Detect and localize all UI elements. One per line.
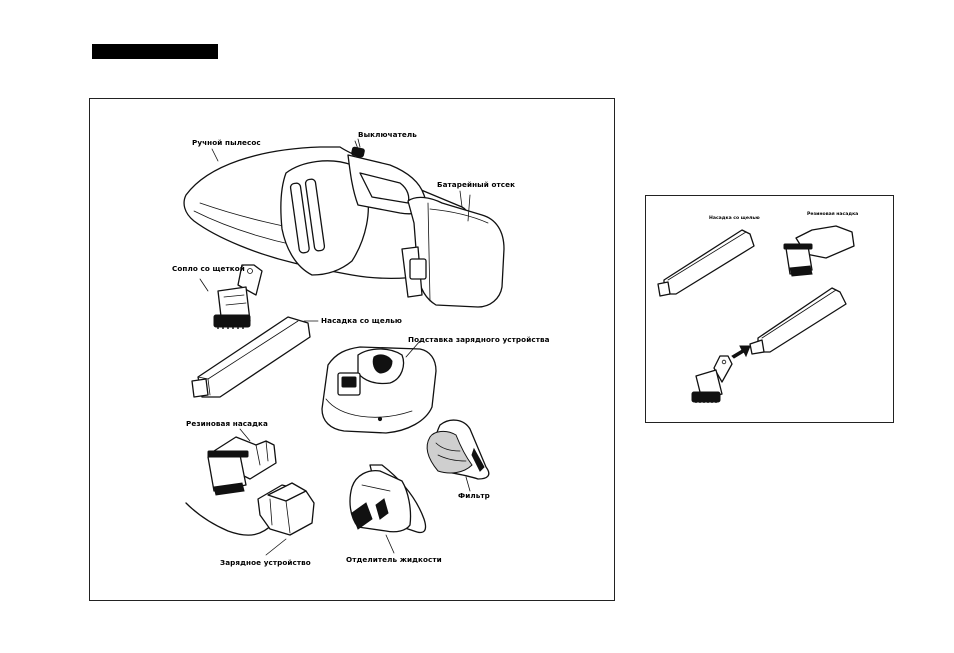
leader-battery <box>460 191 462 207</box>
leader-filter <box>466 477 470 491</box>
crevice-nozzle-illustration <box>192 317 310 397</box>
label-charger: Зарядное устройство <box>220 558 311 567</box>
main-diagram-panel: Ручной пылесос Выключатель Батарейный от… <box>89 98 615 601</box>
leader-separator <box>386 535 394 553</box>
assembly-diagram-drawing <box>646 196 895 424</box>
leader-charger <box>266 539 286 555</box>
header-redaction-bar <box>92 44 218 59</box>
label-charger-stand: Подставка зарядного устройства <box>408 335 550 344</box>
label-filter: Фильтр <box>458 491 490 500</box>
label-brush-nozzle: Сопло со щеткой <box>172 264 245 273</box>
label-rubber-nozzle: Резиновая насадка <box>186 419 268 428</box>
handheld-vacuum-illustration <box>184 139 504 307</box>
brush-nozzle-small-illustration <box>692 356 732 403</box>
rubber-nozzle-illustration <box>208 437 276 495</box>
side-label-crevice-nozzle: Насадка со щелью <box>709 216 760 221</box>
label-switch: Выключатель <box>358 130 417 139</box>
crevice-nozzle-small-illustration <box>658 230 754 296</box>
label-battery-compartment: Батарейный отсек <box>437 180 515 189</box>
liquid-separator-illustration <box>350 465 426 533</box>
charger-stand-illustration <box>322 347 436 433</box>
brush-nozzle-illustration <box>214 265 262 329</box>
label-crevice-nozzle: Насадка со щелью <box>321 316 402 325</box>
arrow-icon <box>732 346 750 358</box>
label-liquid-separator: Отделитель жидкости <box>346 555 442 564</box>
label-handheld-vacuum: Ручной пылесос <box>192 138 261 147</box>
side-label-rubber-nozzle: Резиновая насадка <box>807 212 858 217</box>
filter-illustration <box>427 420 489 479</box>
charger-illustration <box>186 483 314 535</box>
crevice-nozzle-assembled-illustration <box>750 288 846 354</box>
leader-vacuum <box>212 149 218 161</box>
rubber-nozzle-small-illustration <box>784 226 854 276</box>
assembly-diagram-panel: Насадка со щелью Резиновая насадка <box>645 195 894 423</box>
leader-brush <box>200 279 208 291</box>
main-diagram-drawing <box>90 99 616 602</box>
